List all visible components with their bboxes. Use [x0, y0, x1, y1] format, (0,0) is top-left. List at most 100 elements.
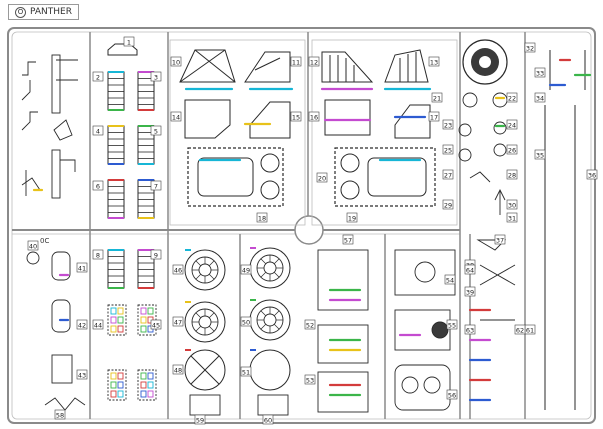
- part-number-label: 33: [534, 67, 546, 78]
- part-number-label: 63: [464, 324, 476, 335]
- part-number-label: 14: [170, 111, 182, 122]
- part-number-label: 20: [316, 172, 328, 183]
- part-number-label: 25: [442, 144, 454, 155]
- part-number-text: 63: [466, 327, 474, 335]
- track-ladder: [137, 71, 155, 111]
- part-number-text: 19: [348, 215, 356, 223]
- part-number-text: 34: [536, 95, 544, 103]
- part-number-label: 59: [194, 414, 206, 425]
- part-number-text: 28: [508, 172, 516, 180]
- part-number-text: 46: [174, 267, 182, 275]
- part-number-label: 11: [290, 56, 302, 67]
- left-column-parts: [21, 54, 78, 199]
- part-number-label: 26: [506, 144, 518, 155]
- part-number-text: 36: [588, 172, 596, 180]
- part-number-text: 64: [466, 267, 474, 275]
- link-block-part: [137, 369, 157, 401]
- part-number-label: 52: [304, 319, 316, 330]
- part-number-label: 29: [442, 199, 454, 210]
- part-number-text: 48: [174, 367, 182, 375]
- part-number-label: 10: [170, 56, 182, 67]
- link-block-part: [137, 304, 157, 336]
- part-number-text: 22: [508, 95, 516, 103]
- wheel-hub-parts: [184, 247, 291, 391]
- sprue-inner-frame: [11, 31, 592, 420]
- link-block-part: [107, 369, 127, 401]
- track-ladder: [107, 71, 125, 111]
- part-number-label: 40: [27, 240, 39, 251]
- part-number-text: 30: [508, 202, 516, 210]
- part-number-label: 5: [150, 125, 162, 136]
- gate-label: 0C: [40, 237, 49, 245]
- part-number-label: 8: [92, 249, 104, 260]
- part-number-text: 9: [154, 252, 158, 260]
- part-number-label: 30: [506, 199, 518, 210]
- part-number-label: 39: [464, 286, 476, 297]
- part-number-text: 3: [154, 74, 158, 82]
- part-number-label: 50: [240, 316, 252, 327]
- part-number-text: 14: [172, 114, 180, 122]
- part-number-label: 7: [150, 180, 162, 191]
- part-number-text: 35: [536, 152, 544, 160]
- part-number-text: 17: [430, 114, 438, 122]
- part-number-text: 61: [526, 327, 534, 335]
- part-number-label: 12: [308, 56, 320, 67]
- long-rod-parts: [544, 50, 586, 410]
- part-number-text: 42: [78, 322, 86, 330]
- part-number-text: 4: [96, 128, 100, 136]
- part-number-label: 4: [92, 125, 104, 136]
- part-number-text: 12: [310, 59, 318, 67]
- runners-vertical: [89, 32, 526, 419]
- part-number-label: 28: [506, 169, 518, 180]
- part-number-label: 35: [534, 149, 546, 160]
- part-number-text: 2: [96, 74, 100, 82]
- part-number-label: 31: [506, 212, 518, 223]
- track-ladder-parts: [107, 43, 157, 401]
- part-number-label: 41: [76, 262, 88, 273]
- track-ladder: [107, 125, 125, 165]
- sprue-outer-frame: [7, 27, 596, 424]
- part-number-text: 25: [444, 147, 452, 155]
- wheel-hub: [249, 247, 291, 289]
- part-number-text: 18: [258, 215, 266, 223]
- track-ladder: [107, 179, 125, 219]
- wheel-hub: [249, 349, 291, 391]
- part-number-label: 55: [446, 319, 458, 330]
- hull-panel-parts: [169, 39, 458, 226]
- part-number-label: 62: [514, 324, 526, 335]
- part-number-label: 1: [123, 36, 135, 47]
- track-ladder: [137, 179, 155, 219]
- part-number-label: 36: [586, 169, 598, 180]
- track-ladder: [137, 249, 155, 289]
- wheel-hub: [184, 249, 226, 291]
- lower-left-parts: [26, 251, 86, 411]
- part-number-label: 61: [524, 324, 536, 335]
- part-number-text: 31: [508, 215, 516, 223]
- part-number-label: 42: [76, 319, 88, 330]
- part-number-text: 13: [430, 59, 438, 67]
- part-number-label: 37: [494, 234, 506, 245]
- part-number-text: 32: [526, 45, 534, 53]
- part-number-text: 57: [344, 237, 352, 245]
- part-number-text: 37: [496, 237, 504, 245]
- part-number-text: 56: [448, 392, 456, 400]
- part-number-text: 51: [242, 369, 250, 377]
- bracket-part: [107, 43, 138, 56]
- part-number-label: 43: [76, 369, 88, 380]
- part-number-label: 54: [444, 274, 456, 285]
- sprue-gate-hub: [294, 215, 324, 245]
- wheel-hub: [249, 299, 291, 341]
- part-number-text: 8: [96, 252, 100, 260]
- small-round-parts: [458, 92, 508, 215]
- part-number-text: 20: [318, 175, 326, 183]
- part-number-text: 26: [508, 147, 516, 155]
- part-number-label: 27: [442, 169, 454, 180]
- part-number-text: 21: [433, 95, 441, 103]
- part-number-label: 21: [431, 92, 443, 103]
- part-number-label: 57: [342, 234, 354, 245]
- part-number-text: 1: [127, 39, 131, 47]
- part-number-text: 47: [174, 319, 182, 327]
- part-number-label: 44: [92, 319, 104, 330]
- part-number-text: 33: [536, 70, 544, 78]
